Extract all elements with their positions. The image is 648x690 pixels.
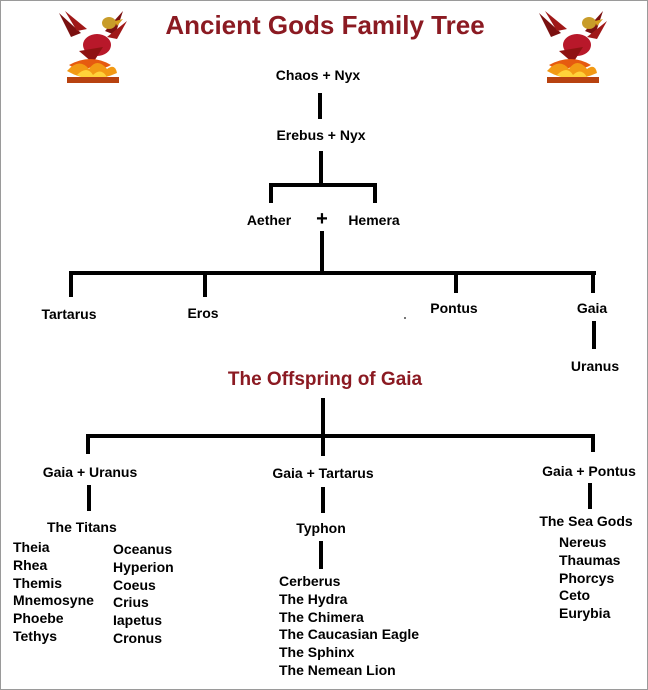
sea-god-name: Nereus	[559, 534, 607, 550]
group-typhon: Typhon	[296, 520, 346, 536]
titan-name: Themis	[13, 574, 63, 591]
typhon-child-name: The Chimera	[279, 608, 364, 625]
typhon-child-name: The Sphinx	[279, 644, 355, 661]
connector-line	[319, 541, 323, 569]
titan-name: Hyperion	[113, 558, 174, 575]
titan-name: Phoebe	[13, 610, 64, 627]
sea-god-name: Phorcys	[559, 569, 615, 586]
node-eros: Eros	[187, 305, 219, 321]
node-chaos-nyx: Chaos + Nyx	[275, 67, 361, 83]
sea-god-name: Eurybia	[559, 605, 611, 622]
titan-name: Tethys	[13, 627, 58, 644]
connector-line	[319, 151, 323, 185]
node-gaia-uranus: Gaia + Uranus	[42, 464, 138, 480]
connector-line	[321, 398, 325, 436]
phoenix-icon-left	[51, 7, 131, 87]
titan-name: Crius	[113, 594, 149, 611]
connector-line	[321, 487, 325, 513]
connector-line	[86, 434, 595, 438]
titan-name: Rhea	[13, 556, 48, 573]
node-uranus: Uranus	[570, 358, 620, 374]
connector-line	[373, 183, 377, 203]
page-title: Ancient Gods Family Tree	[165, 10, 485, 40]
connector-line	[269, 183, 377, 187]
offspring-title: The Offspring of Gaia	[227, 369, 423, 390]
sea-god-name: Ceto	[559, 587, 591, 604]
titan-name: Oceanus	[113, 541, 173, 557]
connector-line	[588, 483, 592, 509]
node-hemera: Hemera	[348, 212, 400, 228]
group-sea-gods: The Sea Gods	[539, 513, 633, 529]
connector-line	[269, 183, 273, 203]
titan-name: Theia	[13, 539, 50, 555]
connector-line	[591, 434, 595, 452]
node-tartarus: Tartarus	[41, 306, 97, 322]
sea-god-name: Thaumas	[559, 551, 621, 568]
connector-line	[318, 93, 322, 119]
union-plus: +	[316, 208, 328, 230]
connector-line	[592, 321, 596, 349]
titan-name: Coeus	[113, 576, 156, 593]
titan-name: Cronus	[113, 629, 162, 646]
titan-name: Iapetus	[113, 612, 163, 629]
connector-line	[69, 271, 73, 297]
connector-line	[69, 271, 596, 275]
speck	[404, 317, 406, 319]
typhon-child-name: Cerberus	[279, 573, 341, 589]
typhon-child-name: The Nemean Lion	[279, 661, 396, 678]
typhon-child-name: The Caucasian Eagle	[279, 626, 420, 643]
node-gaia: Gaia	[576, 300, 608, 316]
connector-line	[591, 271, 595, 293]
connector-line	[454, 271, 458, 293]
connector-line	[321, 434, 325, 456]
connector-line	[203, 271, 207, 297]
node-gaia-pontus: Gaia + Pontus	[542, 463, 636, 479]
node-gaia-tartarus: Gaia + Tartarus	[272, 465, 374, 481]
connector-line	[87, 485, 91, 511]
node-erebus-nyx: Erebus + Nyx	[276, 127, 366, 143]
connector-line	[86, 434, 90, 454]
typhon-child-name: The Hydra	[279, 590, 348, 607]
group-titans: The Titans	[47, 519, 117, 535]
node-aether: Aether	[246, 212, 292, 228]
node-pontus: Pontus	[430, 300, 478, 316]
titan-name: Mnemosyne	[13, 592, 94, 609]
phoenix-icon-right	[531, 7, 611, 87]
connector-line	[320, 231, 324, 273]
